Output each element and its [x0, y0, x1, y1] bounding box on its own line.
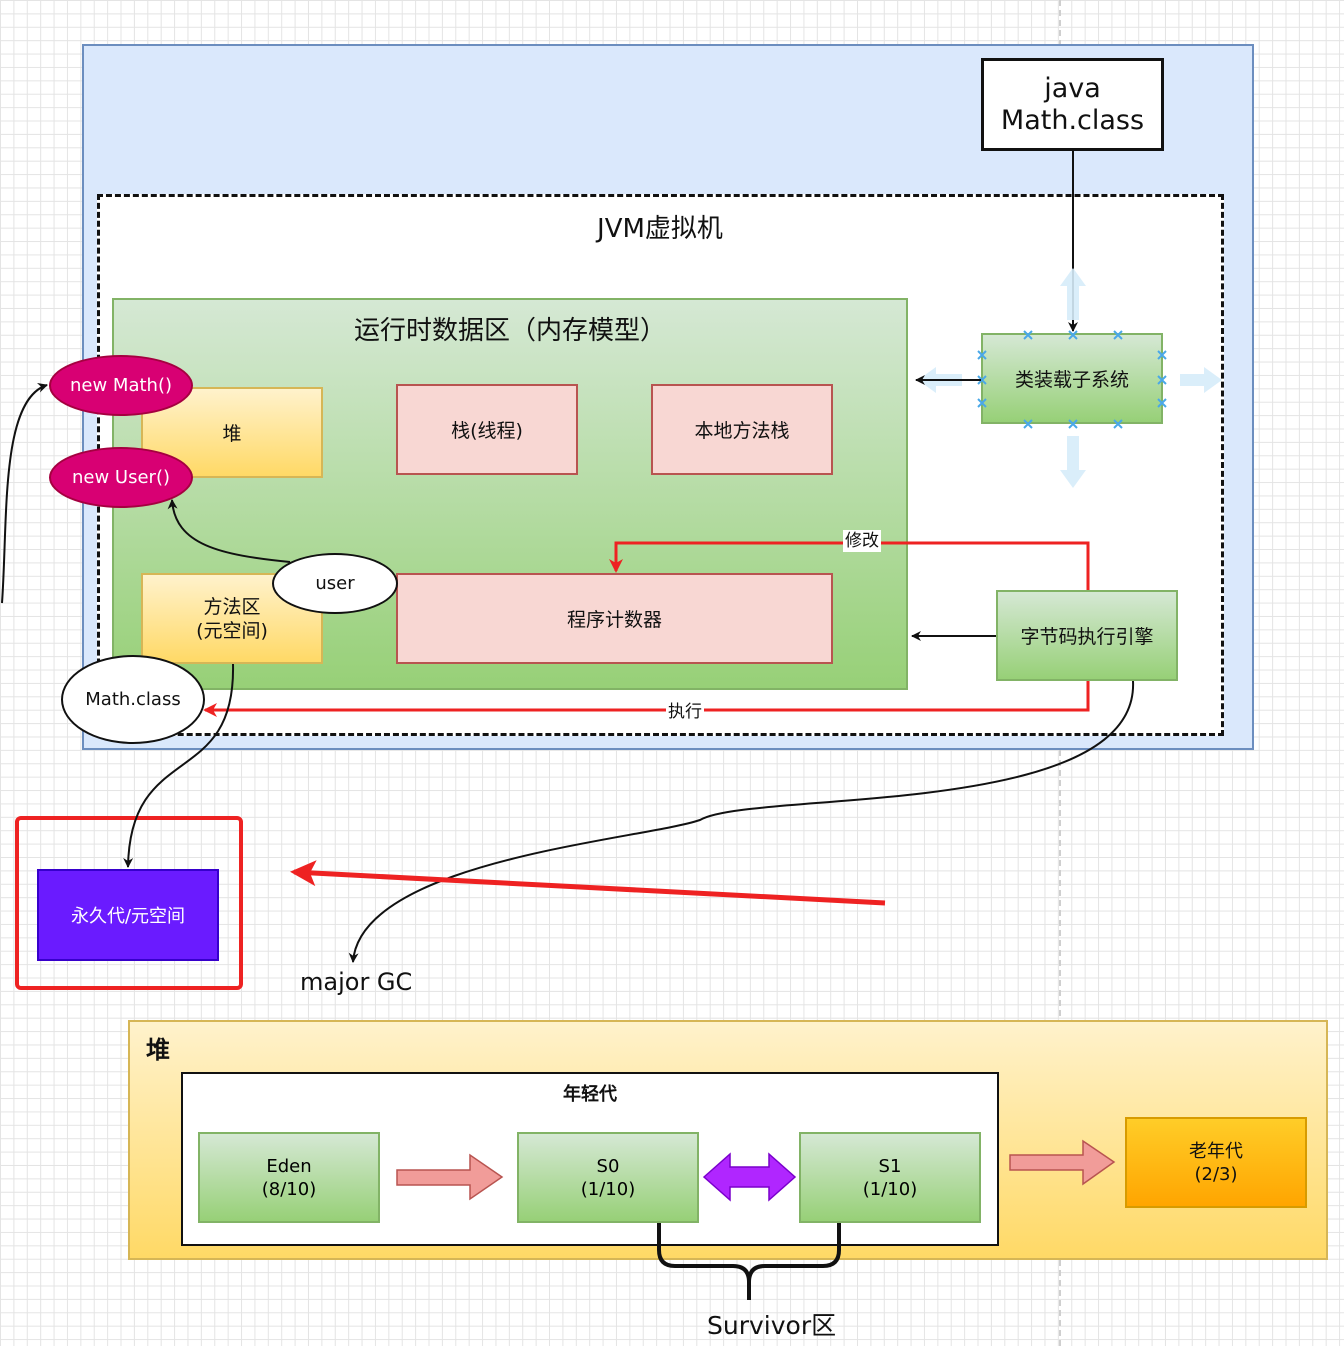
arrow-highlight-metaspace — [290, 860, 886, 906]
s0-line2: (1/10) — [580, 1178, 636, 1200]
eden-box[interactable]: Eden (8/10) — [198, 1132, 380, 1223]
eden-line2: (8/10) — [261, 1178, 317, 1200]
old-gen-line2: (2/3) — [1194, 1163, 1238, 1185]
new-math-ellipse[interactable]: new Math() — [49, 355, 193, 416]
s1-box[interactable]: S1 (1/10) — [799, 1132, 981, 1223]
old-gen-box[interactable]: 老年代 (2/3) — [1125, 1117, 1307, 1208]
program-counter-box[interactable]: 程序计数器 — [396, 573, 833, 664]
eden-line1: Eden — [266, 1155, 312, 1177]
arrow-into-newmath — [1, 382, 48, 604]
new-user-ellipse[interactable]: new User() — [49, 447, 193, 508]
major-gc-label: major GC — [300, 968, 413, 996]
s0-box[interactable]: S0 (1/10) — [517, 1132, 699, 1223]
heap-section-title: 堆 — [146, 1036, 170, 1064]
s1-line2: (1/10) — [862, 1178, 918, 1200]
class-loader-box[interactable]: 类装载子系统 — [981, 333, 1163, 424]
modify-edge-label: 修改 — [843, 530, 881, 552]
method-area-line1: 方法区 — [203, 595, 261, 618]
runtime-data-area-title: 运行时数据区（内存模型） — [353, 315, 666, 346]
execute-edge-label: 执行 — [666, 701, 704, 723]
user-ellipse[interactable]: user — [272, 553, 398, 614]
young-gen-title: 年轻代 — [563, 1084, 617, 1105]
old-gen-line1: 老年代 — [1189, 1140, 1243, 1162]
survivor-label: Survivor区 — [707, 1311, 837, 1340]
s1-line1: S1 — [878, 1155, 902, 1177]
method-area-line2: (元空间) — [196, 619, 268, 642]
bytecode-engine-box[interactable]: 字节码执行引擎 — [996, 590, 1178, 681]
stack-box[interactable]: 栈(线程) — [396, 384, 578, 475]
math-class-ellipse[interactable]: Math.class — [61, 655, 205, 744]
jvm-title: JVM虚拟机 — [597, 213, 723, 244]
native-method-stack-box[interactable]: 本地方法栈 — [651, 384, 833, 475]
s0-line1: S0 — [596, 1155, 620, 1177]
java-source-line2: Math.class — [1000, 104, 1145, 136]
java-source-box[interactable]: java Math.class — [981, 58, 1164, 151]
metaspace-box[interactable]: 永久代/元空间 — [37, 869, 219, 961]
java-source-line1: java — [1044, 72, 1101, 104]
